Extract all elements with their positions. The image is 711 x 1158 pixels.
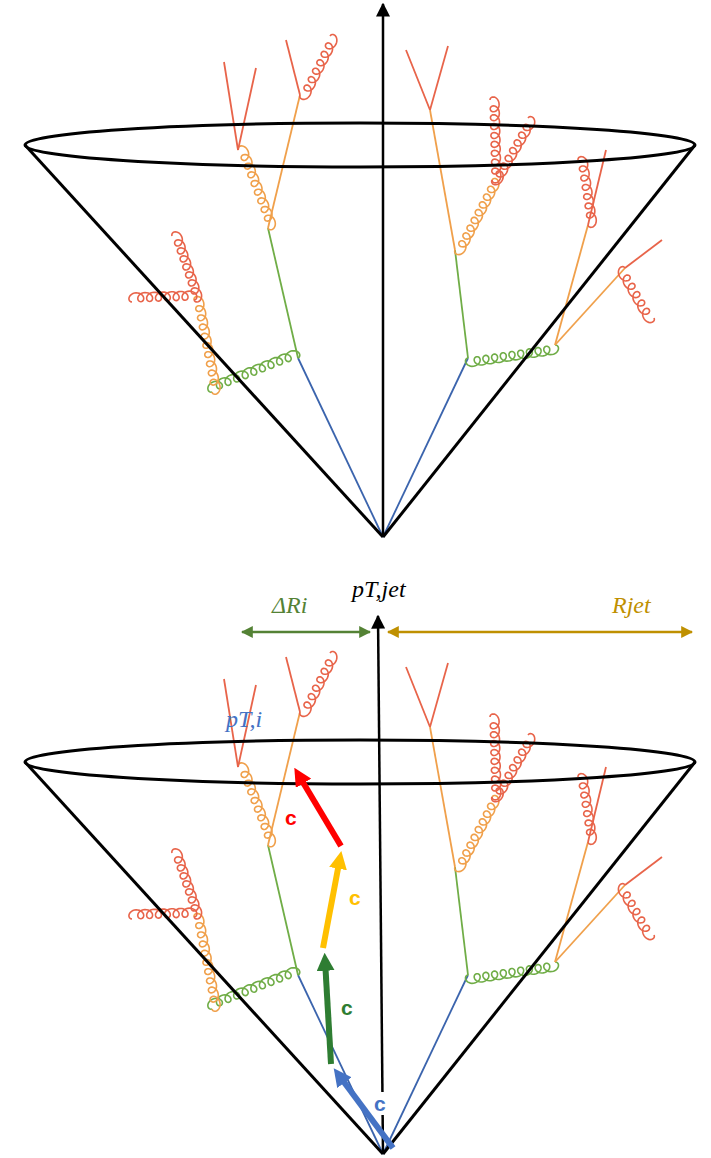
quark-line [625,857,662,885]
quark-line [286,40,300,95]
gluon [490,97,501,183]
quark-line [406,667,430,727]
gluon [455,795,499,871]
quark-line [430,727,455,867]
step-label: c [283,806,299,829]
gluon [578,774,596,845]
quark-line [286,657,300,712]
quark-line [268,95,300,228]
gluon [208,351,300,393]
quark-line [298,975,383,1154]
gluon [172,849,202,919]
gluon [618,884,654,940]
cone-rim [25,740,695,784]
jet-axis [382,4,385,537]
gluon [300,34,337,99]
axis-label: pT,jet [352,576,406,602]
gluon [618,267,654,323]
delta-r-arrow [242,631,370,634]
quark-line [430,46,448,110]
path-arrow [298,774,341,846]
gluon [466,962,559,983]
path-arrow [338,1074,393,1148]
gluon [466,345,559,366]
jet-cone [25,4,695,537]
momentum-label: pT,i [226,706,262,732]
cone-edge [383,145,695,537]
quark-line [625,240,662,268]
gluon [208,968,300,1010]
step-label: c [339,996,355,1019]
quark-line [238,68,256,150]
quark-line [455,250,468,358]
quark-line [430,663,448,727]
path-arrow [325,960,331,1064]
quark-line [268,228,298,358]
radius-arrow [388,631,692,634]
cone-rim [25,123,695,167]
quark-line [224,62,238,150]
gluon [578,157,596,228]
step-label: c [347,886,363,909]
step-label: c [372,1092,388,1115]
gluon [300,651,337,716]
cone-edge [383,762,695,1154]
jet-cone [25,616,695,1154]
dimension-label: ΔRi [272,592,307,618]
jet-axis [378,616,383,1154]
quark-line [268,712,300,845]
quark-line [455,867,468,975]
path-arrow [323,858,340,948]
gluon [490,714,501,800]
quark-line [268,845,298,975]
quark-line [430,110,455,250]
gluon [172,232,202,302]
quark-line [298,358,383,537]
gluon [455,178,499,254]
dimension-label: Rjet [612,592,651,618]
cone-edge [25,762,383,1154]
quark-line [406,50,430,110]
cone-edge [25,145,383,537]
